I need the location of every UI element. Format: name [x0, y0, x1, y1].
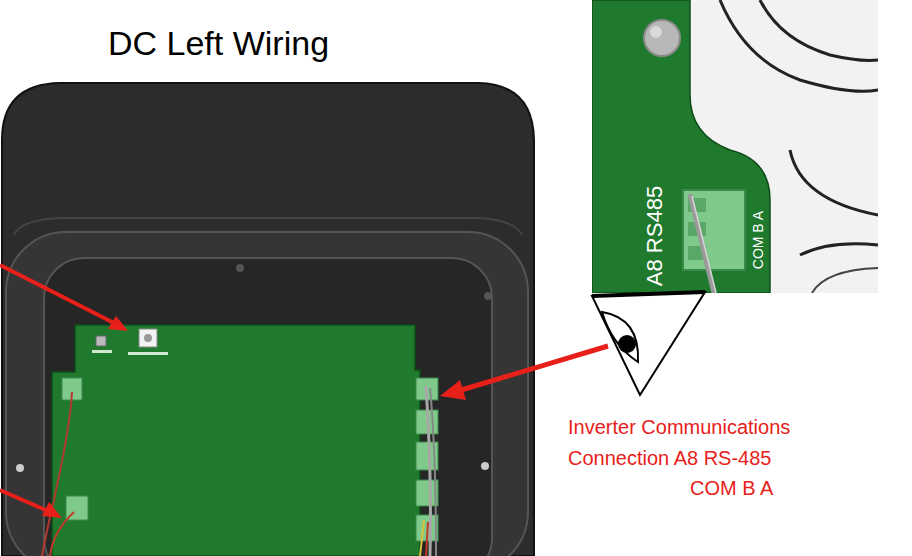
screw	[644, 20, 680, 56]
view-edge	[592, 292, 705, 296]
view-triangle	[592, 292, 705, 395]
wire-red	[426, 522, 428, 556]
pin-label: COM B A	[750, 211, 766, 269]
pcb-board	[592, 0, 770, 293]
callout-text: COM B A	[690, 477, 773, 500]
callout-text: Inverter Communications	[568, 416, 790, 439]
wire-grey	[430, 388, 436, 556]
housing-hole	[16, 464, 24, 472]
pcb-board	[52, 325, 420, 556]
housing-edge	[760, 0, 878, 60]
pcb-component	[96, 336, 106, 346]
housing-edge	[800, 244, 878, 255]
wire-grey	[426, 386, 431, 556]
pcb-silk	[92, 350, 112, 353]
housing-edge	[812, 268, 878, 293]
wire-red	[50, 512, 74, 556]
inset-view	[592, 0, 878, 293]
arrow-head	[42, 502, 62, 518]
screwdriver	[690, 194, 714, 293]
pcb-component	[144, 334, 152, 342]
housing-edge	[790, 150, 878, 215]
arrow-head	[108, 316, 128, 331]
pin-label: A8 RS485	[642, 186, 667, 286]
eye-pupil	[618, 335, 636, 353]
title: DC Left Wiring	[108, 24, 329, 63]
eye-icon	[602, 312, 638, 362]
housing-inner	[44, 258, 492, 556]
housing-hole	[236, 264, 244, 272]
inset-ground	[592, 0, 878, 293]
callout-text: Connection A8 RS-485	[568, 447, 771, 470]
leader-arrow	[0, 265, 116, 324]
housing-edge	[720, 0, 878, 91]
leader-arrow	[0, 490, 50, 512]
arrow-head	[440, 380, 466, 400]
wire-yellow	[420, 520, 424, 556]
housing-hole	[481, 462, 489, 470]
housing-hole	[484, 292, 492, 300]
screwdriver-highlight	[692, 196, 716, 293]
pcb-silk	[128, 352, 168, 355]
pcb-component	[139, 329, 157, 347]
screw-highlight	[650, 26, 662, 38]
leader-arrow	[458, 346, 608, 391]
wire-red	[42, 392, 72, 556]
